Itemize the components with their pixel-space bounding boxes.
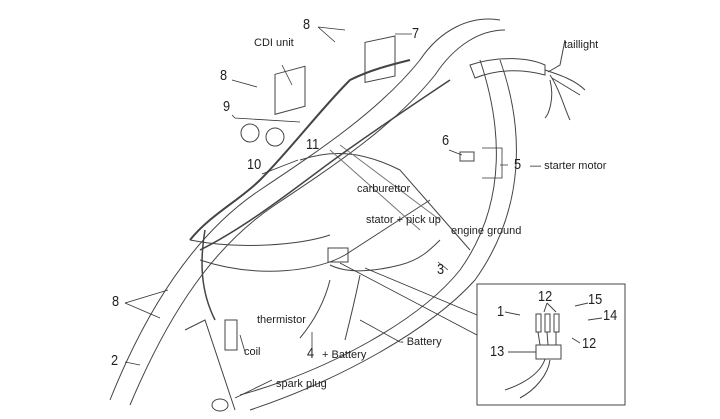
part-number-5: 5 [514,156,522,173]
thermistor-label: thermistor [257,314,306,326]
inset-drawing [504,302,603,399]
spark-plug-label: spark plug [276,378,327,390]
inset-part-number-14: 14 [603,307,618,324]
plus-battery-label: + Battery [322,349,367,361]
part-number-2: 2 [111,352,119,369]
cdi-unit [274,65,306,115]
regulator [364,35,396,84]
harness [199,79,451,251]
harness [299,279,331,339]
coil-label: coil [244,346,261,358]
part-number-11: 11 [306,136,320,153]
floor-frame [184,199,431,411]
inset-part-number-1: 1 [497,303,505,320]
engine-ground-label: engine ground [451,225,522,237]
part-number-8: 8 [112,293,120,310]
taillight-wires [544,39,586,121]
frame-rear [249,59,517,411]
part-number-8: 8 [220,67,228,84]
frame-tube [129,29,506,406]
carburettor-label: carburettor [357,183,411,195]
rear-tube [469,58,546,79]
harness [344,274,361,341]
floor-frame [329,144,441,231]
part-number-6: 6 [442,132,450,149]
part-number-10: 10 [247,156,262,173]
horn [265,127,285,147]
starter-motor-text: starter motor [544,160,607,172]
spark-plug-cap [211,398,229,412]
harness [329,239,441,272]
part-number-4: 4 [307,345,315,362]
part-number-7: 7 [412,25,420,42]
inset-part-number-15: 15 [588,291,603,308]
frame-tube [109,18,501,401]
inset-box [476,283,626,406]
frame-rear [239,59,497,396]
floor-frame [189,153,471,251]
inset-part-number-12: 12 [538,288,553,305]
leader-lines [124,26,508,399]
ignition-coil [224,319,238,351]
inset-part-number-12: 12 [582,335,597,352]
stator-pick-up-label: stator + pick up [366,214,441,226]
starter-motor-label: — starter motor [530,160,607,172]
horn [240,123,260,143]
harness [189,59,411,241]
starter-relay [459,151,475,162]
part-number-3: 3 [437,261,445,278]
part-number-9: 9 [223,98,231,115]
inset-part-number-13: 13 [490,343,505,360]
minus-battery-label: - Battery [400,336,442,348]
part-number-8: 8 [303,16,311,33]
taillight-label: taillight [564,39,599,51]
cdi-unit-label: CDI unit [254,37,294,49]
harness [201,229,216,321]
connector-block [327,247,349,263]
